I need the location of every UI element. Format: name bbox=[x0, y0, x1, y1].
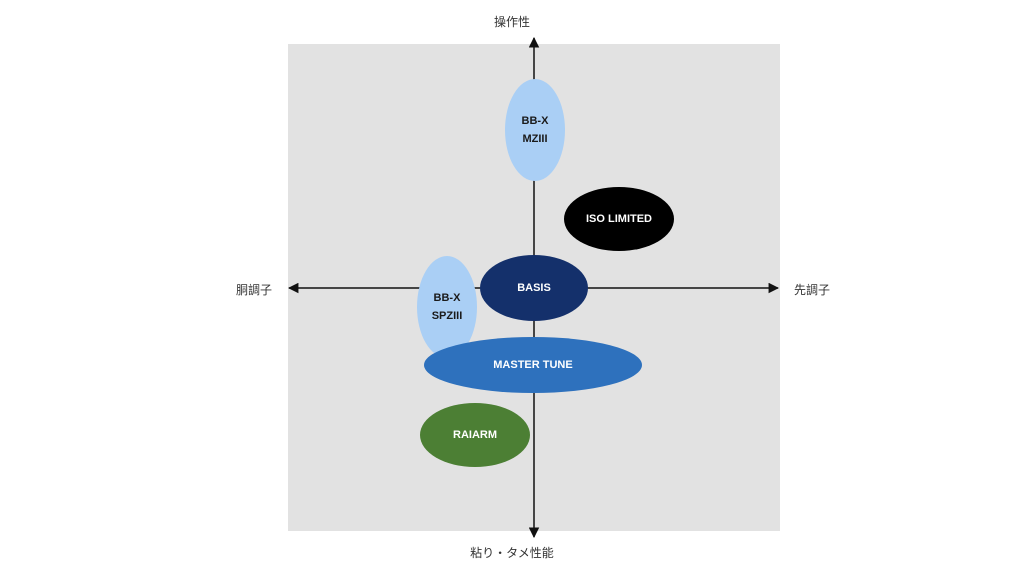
product-label-bbx-mziii: MZIII bbox=[522, 133, 547, 145]
axis-label-top: 操作性 bbox=[493, 15, 531, 29]
product-ellipse-master-tune bbox=[424, 337, 642, 393]
product-label-bbx-spziii: SPZIII bbox=[432, 310, 463, 322]
product-label-bbx-mziii: BB-X bbox=[522, 115, 550, 127]
product-label-raiarm: RAIARM bbox=[453, 429, 497, 441]
axis-label-left: 胴調子 bbox=[236, 283, 273, 297]
product-ellipse-bbx-mziii bbox=[505, 79, 565, 181]
product-label-iso-limited: ISO LIMITED bbox=[586, 213, 652, 225]
product-bubble-master-tune: MASTER TUNE bbox=[424, 337, 642, 393]
product-bubble-bbx-spziii: BB-X SPZIII bbox=[417, 256, 477, 358]
product-bubble-basis: BASIS bbox=[480, 255, 588, 321]
product-ellipse-basis bbox=[480, 255, 588, 321]
product-bubble-bbx-mziii: BB-X MZIII bbox=[505, 79, 565, 181]
product-bubble-raiarm: RAIARM bbox=[420, 403, 530, 467]
product-bubble-iso-limited: ISO LIMITED bbox=[564, 187, 674, 251]
axis-label-bottom: 粘り・タメ性能 bbox=[470, 546, 554, 560]
product-label-basis: BASIS bbox=[517, 282, 551, 294]
product-ellipse-raiarm bbox=[420, 403, 530, 467]
axis-label-right: 先調子 bbox=[794, 283, 831, 297]
product-label-bbx-spziii: BB-X bbox=[434, 292, 462, 304]
product-ellipse-iso-limited bbox=[564, 187, 674, 251]
product-bubbles: BB-X MZIII ISO LIMITED BASIS BB-X SPZIII MASTE… bbox=[417, 79, 674, 467]
product-label-master-tune: MASTER TUNE bbox=[493, 359, 572, 371]
product-ellipse-bbx-spziii bbox=[417, 256, 477, 358]
